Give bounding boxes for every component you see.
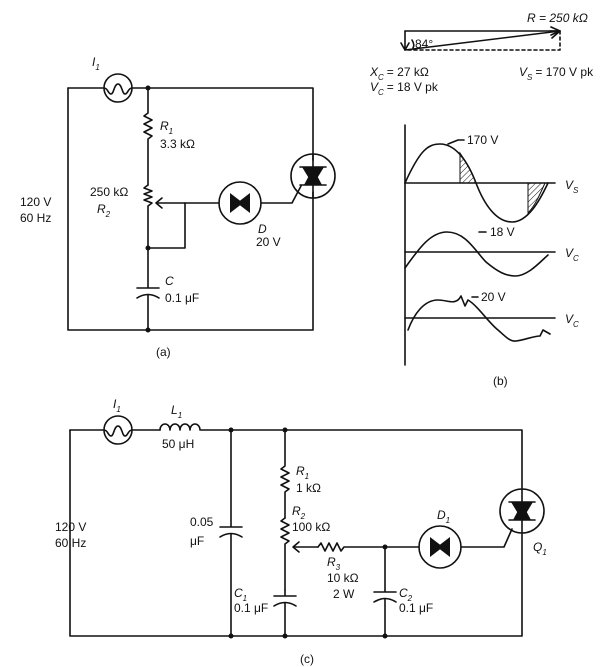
source-voltage: 120 V	[20, 195, 51, 209]
r2-value: 250 kΩ	[90, 185, 128, 199]
wiper-c-arrow	[292, 541, 319, 553]
vs-sine	[404, 143, 549, 223]
caption-a: (a)	[156, 345, 171, 359]
circuit-c: I1 L1 50 μH 120 V 60 Hz 0.05 μF R1 1 kΩ …	[55, 397, 547, 666]
phasor-vc-label: VC= 18 V pk	[370, 80, 439, 97]
phasor-diagram: R = 250 kΩ 84° XC= 27 kΩ VC= 18 V pk VS=…	[369, 11, 594, 97]
phasor-r-label: R = 250 kΩ	[527, 11, 588, 25]
phasor-angle: 84°	[415, 37, 433, 51]
cap-005-value: 0.05	[190, 515, 214, 529]
caption-c: (c)	[300, 652, 314, 666]
lamp-c-icon	[103, 415, 133, 445]
vc-sine	[404, 231, 549, 277]
cap-005-unit: μF	[190, 534, 204, 548]
triac-icon	[290, 153, 336, 199]
vc-clipped	[407, 295, 551, 342]
wiper-arrow	[155, 197, 186, 209]
wire-c-diode	[384, 528, 513, 548]
c-value: 0.1 μF	[165, 291, 199, 305]
capacitor-c-icon	[136, 245, 160, 331]
lamp-c-label: I1	[113, 397, 121, 414]
c2-value: 0.1 μF	[399, 601, 433, 615]
capacitor-c2-icon	[373, 546, 397, 637]
source-c-frequency: 60 Hz	[55, 536, 86, 550]
c1-value: 0.1 μF	[234, 601, 268, 615]
inductor-l1-icon	[159, 423, 201, 431]
vc-peak-label: 18 V	[490, 225, 515, 239]
potentiometer-r2-c-icon	[280, 517, 290, 591]
d-value: 20 V	[256, 235, 281, 249]
vc-wave-label: VC	[565, 246, 579, 263]
q1-name: Q1	[533, 540, 547, 557]
triac-q1-icon	[499, 488, 545, 534]
phasor-dashed	[404, 30, 561, 51]
resistor-r3-icon	[317, 542, 386, 552]
vs-peak-leader	[447, 139, 465, 145]
vs-wave-label: VS	[565, 178, 579, 195]
r1-value: 3.3 kΩ	[160, 137, 195, 151]
r1-c-name: R1	[296, 464, 309, 481]
r1-c-value: 1 kΩ	[296, 481, 321, 495]
d1-name: D1	[437, 508, 450, 525]
wire-a-top	[67, 87, 314, 161]
l1-name: L1	[171, 403, 182, 420]
diac-d-icon	[218, 181, 262, 225]
resistor-r1-c-icon	[280, 429, 290, 519]
wire-c-top	[69, 429, 523, 489]
r2-name: R2	[97, 202, 111, 219]
vc2-wave-label: VC	[565, 312, 579, 329]
c2-name: C2	[399, 586, 413, 603]
hatch-negative	[527, 182, 546, 215]
wire-a-wiper-short	[147, 202, 186, 249]
r3-power: 2 W	[333, 587, 355, 601]
phasor-vs-label: VS= 170 V pk	[519, 65, 594, 82]
c1-name: C1	[234, 586, 247, 603]
wire-c-left	[69, 429, 523, 637]
r3-name: R3	[327, 555, 341, 572]
diac-d1-icon	[418, 525, 462, 569]
capacitor-c1-icon	[273, 589, 297, 637]
l1-value: 50 μH	[162, 437, 194, 451]
lamp-icon	[103, 73, 133, 103]
source-c-voltage: 120 V	[55, 520, 86, 534]
caption-b: (b)	[493, 374, 508, 388]
vs-peak-label: 170 V	[467, 133, 498, 147]
circuit-a: I1 120 V 60 Hz R1 3.3 kΩ 250 kΩ R2 D 20 …	[20, 55, 336, 359]
r3-value: 10 kΩ	[327, 571, 359, 585]
angle-arc	[411, 39, 415, 49]
resistor-r1-icon	[143, 87, 153, 186]
c-name: C	[165, 274, 174, 288]
r2-c-value: 100 kΩ	[292, 520, 330, 534]
lamp-label: I1	[92, 55, 100, 72]
r2-c-name: R2	[292, 504, 306, 521]
waveforms-b: 170 V 18 V 20 V VS VC VC (b)	[404, 124, 579, 388]
potentiometer-r2-icon	[143, 184, 153, 247]
wire-a-left	[67, 87, 314, 331]
phasor-xc-label: XC= 27 kΩ	[369, 65, 429, 82]
vc2-peak-label: 20 V	[481, 290, 506, 304]
d-name: D	[258, 222, 267, 236]
phasor-xc	[400, 30, 410, 51]
r1-name: R1	[160, 119, 173, 136]
source-frequency: 60 Hz	[20, 211, 51, 225]
capacitor-005-icon	[219, 429, 243, 637]
